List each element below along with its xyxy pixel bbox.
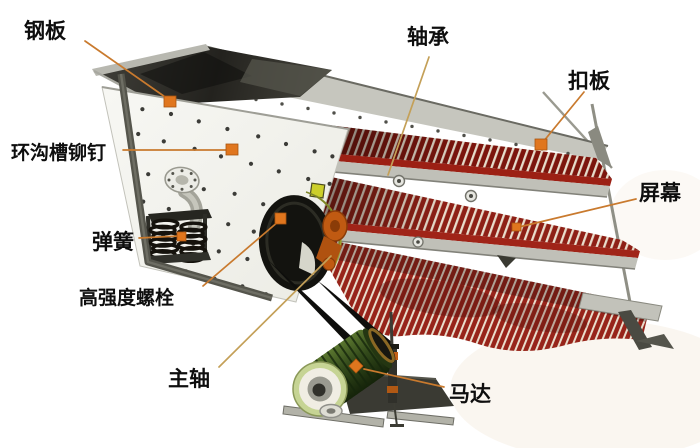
rivet-dot xyxy=(193,178,197,182)
rivet-dot xyxy=(332,111,336,115)
rivet-dot xyxy=(436,129,440,133)
rivet-dot xyxy=(327,181,332,186)
rivet-dot xyxy=(136,131,141,137)
rivet-dot xyxy=(189,185,193,189)
marker-screen-panel xyxy=(511,222,522,232)
label-main-shaft: 主轴 xyxy=(168,367,210,391)
rivet-dot xyxy=(256,134,261,139)
rivet-dot xyxy=(276,169,281,174)
background-tint xyxy=(450,170,700,448)
marker-spring xyxy=(176,231,187,242)
rivet-dot xyxy=(196,119,201,124)
rivet-dot xyxy=(180,169,184,173)
front-support-legs xyxy=(117,73,273,302)
rivet-dot xyxy=(566,151,570,156)
rivet-dot xyxy=(226,222,231,227)
leader-spring xyxy=(138,235,180,239)
leader-bearing xyxy=(387,56,430,176)
suspension-springs xyxy=(145,209,212,264)
rivet-dot xyxy=(232,191,237,196)
rivet-dot xyxy=(146,172,151,177)
rivet-dot xyxy=(462,133,466,138)
rivet-dot xyxy=(384,120,388,124)
rivet-dot xyxy=(283,141,289,147)
rivet-dot xyxy=(312,149,317,154)
rivet-dot xyxy=(166,206,171,212)
label-bearing: 轴承 xyxy=(407,25,449,49)
rivet-dot xyxy=(171,171,175,175)
marker-high-strength-bolt xyxy=(274,212,287,225)
leader-buckle-plate xyxy=(542,91,585,143)
rivet-dot xyxy=(261,202,266,207)
labels: 钢板 轴承 扣板 环沟槽铆钉 屏幕 弹簧 高强度螺栓 主轴 马达 xyxy=(11,19,682,406)
motor-face xyxy=(292,361,348,417)
rivet-dot xyxy=(245,256,250,262)
rivet-dot xyxy=(216,249,221,254)
label-buckle-plate: 扣板 xyxy=(568,69,611,93)
marker-ring-groove-rivet xyxy=(225,143,239,156)
rivet-dot xyxy=(140,107,145,112)
rivet-dot xyxy=(218,154,224,159)
label-high-strength-bolt: 高强度螺栓 xyxy=(79,286,174,309)
rivet-dot xyxy=(251,229,256,234)
rivet-dot xyxy=(358,115,362,120)
part-markers xyxy=(163,95,548,374)
marker-motor xyxy=(348,358,364,374)
rivet-dot xyxy=(306,176,311,182)
rivet-dot xyxy=(180,187,184,191)
label-steel-plate: 钢板 xyxy=(24,19,67,43)
rivet-dot xyxy=(330,154,335,159)
leader-lines xyxy=(84,40,637,388)
screen-deck-2 xyxy=(262,162,640,270)
rivet-dot xyxy=(225,126,230,132)
rivet-dot xyxy=(410,124,414,129)
label-motor: 马达 xyxy=(449,382,491,406)
rivet-dot xyxy=(306,106,310,111)
marker-steel-plate xyxy=(163,95,177,108)
rivet-dot xyxy=(280,102,284,106)
rivet-dot xyxy=(167,178,171,182)
screen-deck-3 xyxy=(310,236,674,352)
leader-high-strength-bolt xyxy=(202,220,280,287)
rivet-dot xyxy=(201,187,206,192)
rivet-dot xyxy=(514,142,518,147)
leader-steel-plate xyxy=(84,40,169,100)
rivet-dot xyxy=(189,171,193,175)
label-ring-groove-rivet: 环沟槽铆钉 xyxy=(11,141,106,164)
rivet-dot xyxy=(168,111,174,117)
rivet-dot xyxy=(171,185,175,189)
rivet-dot xyxy=(488,138,492,142)
rivet-dot xyxy=(248,161,254,166)
label-screen-panel: 屏幕 xyxy=(639,181,682,205)
rivet-dot xyxy=(161,139,166,144)
leader-motor xyxy=(363,368,445,388)
motor-pulley xyxy=(368,328,395,363)
label-spring: 弹簧 xyxy=(92,230,134,254)
leader-screen-panel xyxy=(518,198,637,228)
marker-buckle-plate xyxy=(534,138,548,151)
leader-main-shaft xyxy=(218,255,332,368)
